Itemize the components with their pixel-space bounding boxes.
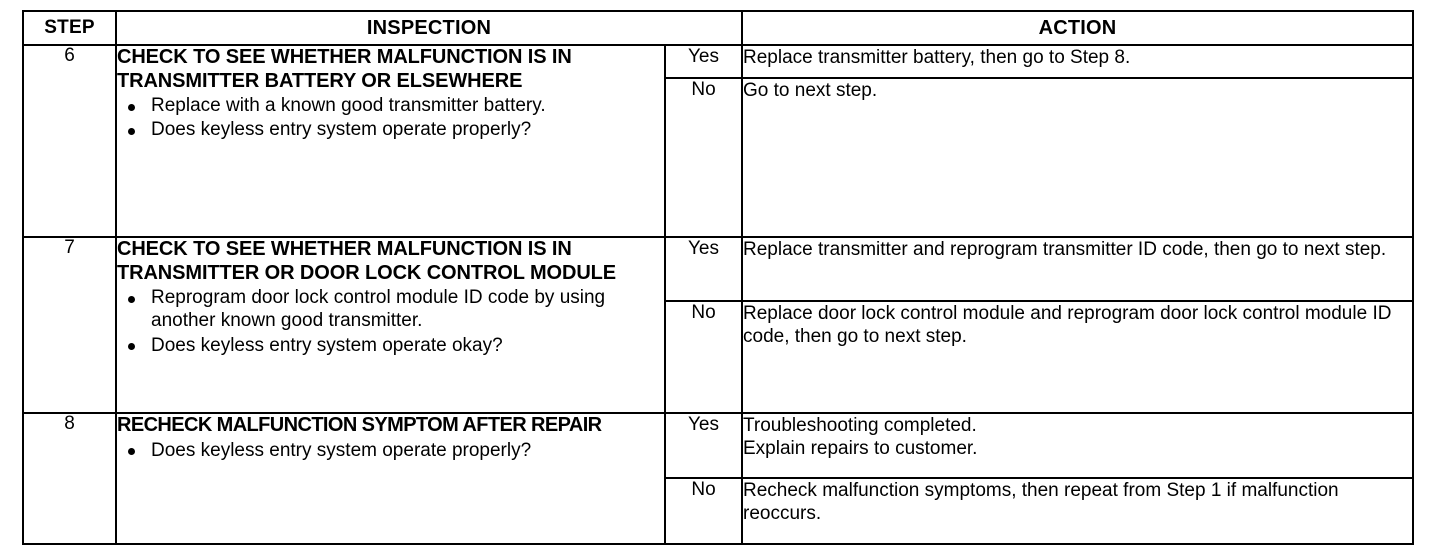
bullet-text: Does keyless entry system operate okay? xyxy=(151,334,503,356)
action-cell-8-yes: Troubleshooting completed. Explain repai… xyxy=(741,412,1414,479)
branch-label-8-no: No xyxy=(664,477,743,545)
step-number-8: 8 xyxy=(22,412,117,545)
bullet-icon xyxy=(128,128,135,136)
column-header-action: ACTION xyxy=(741,10,1414,46)
action-line: Replace door lock control module and rep… xyxy=(743,303,1392,348)
list-item: Does keyless entry system operate proper… xyxy=(117,439,664,462)
action-line: Troubleshooting completed. xyxy=(743,415,977,436)
inspection-title-6: CHECK TO SEE WHETHER MALFUNCTION IS IN T… xyxy=(117,46,572,92)
list-item: Replace with a known good transmitter ba… xyxy=(117,94,664,117)
table-row: No Replace door lock control module and … xyxy=(23,300,1414,414)
inspection-cell-6: CHECK TO SEE WHETHER MALFUNCTION IS IN T… xyxy=(115,44,666,238)
action-line: Replace transmitter battery, then go to … xyxy=(743,47,1131,68)
step-number-6: 6 xyxy=(22,44,117,238)
table-row: 8 RECHECK MALFUNCTION SYMPTOM AFTER REPA… xyxy=(22,412,1414,545)
bullet-text: Reprogram door lock control module ID co… xyxy=(151,287,606,332)
inspection-bullets-7: Reprogram door lock control module ID co… xyxy=(117,286,664,357)
inspection-title-8: RECHECK MALFUNCTION SYMPTOM AFTER REPAIR xyxy=(117,414,602,436)
bullet-icon xyxy=(128,343,135,351)
branch-label-7-yes: Yes xyxy=(664,236,743,302)
inspection-cell-8: RECHECK MALFUNCTION SYMPTOM AFTER REPAIR… xyxy=(115,412,666,545)
list-item: Does keyless entry system operate okay? xyxy=(117,334,664,357)
inspection-bullets-8: Does keyless entry system operate proper… xyxy=(117,439,664,462)
bullet-text: Replace with a known good transmitter ba… xyxy=(151,95,546,117)
list-item: Does keyless entry system operate proper… xyxy=(117,118,664,141)
branch-label-8-yes: Yes xyxy=(664,412,743,479)
branch-label-6-no: No xyxy=(664,77,743,238)
bullet-icon xyxy=(128,296,135,304)
troubleshooting-table-wrapper: STEP INSPECTION ACTION 6 CHECK TO SEE WH… xyxy=(22,10,1414,545)
action-cell-6-no: Go to next step. xyxy=(741,77,1414,238)
list-item: Reprogram door lock control module ID co… xyxy=(117,286,664,332)
bullet-icon xyxy=(128,104,135,112)
table-row: 6 CHECK TO SEE WHETHER MALFUNCTION IS IN… xyxy=(22,44,1414,238)
action-cell-7-yes: Replace transmitter and reprogram transm… xyxy=(741,236,1414,302)
action-line: Recheck malfunction symptoms, then repea… xyxy=(743,480,1339,525)
branch-label-6-yes: Yes xyxy=(664,44,743,79)
action-line: Replace transmitter and reprogram transm… xyxy=(743,239,1387,260)
bullet-text: Does keyless entry system operate proper… xyxy=(151,439,532,461)
action-line: Go to next step. xyxy=(743,80,878,101)
table-row: No Recheck malfunction symptoms, then re… xyxy=(23,477,1414,545)
action-cell-8-no: Recheck malfunction symptoms, then repea… xyxy=(741,477,1414,545)
branch-label-7-no: No xyxy=(664,300,743,414)
action-cell-7-no: Replace door lock control module and rep… xyxy=(741,300,1414,414)
inspection-bullets-6: Replace with a known good transmitter ba… xyxy=(117,94,664,141)
column-header-inspection: INSPECTION xyxy=(115,10,743,46)
bullet-text: Does keyless entry system operate proper… xyxy=(151,119,532,141)
action-line: Explain repairs to customer. xyxy=(743,438,978,460)
step-number-7: 7 xyxy=(22,236,117,414)
inspection-cell-7: CHECK TO SEE WHETHER MALFUNCTION IS IN T… xyxy=(115,236,666,414)
troubleshooting-table: STEP INSPECTION ACTION 6 CHECK TO SEE WH… xyxy=(22,10,1414,545)
table-row: 7 CHECK TO SEE WHETHER MALFUNCTION IS IN… xyxy=(22,236,1414,414)
column-header-step: STEP xyxy=(22,10,117,46)
inspection-title-7: CHECK TO SEE WHETHER MALFUNCTION IS IN T… xyxy=(117,238,617,284)
table-row: No Go to next step. xyxy=(23,77,1414,238)
table-header-row: STEP INSPECTION ACTION xyxy=(22,10,1414,46)
action-cell-6-yes: Replace transmitter battery, then go to … xyxy=(741,44,1414,79)
bullet-icon xyxy=(128,448,135,456)
